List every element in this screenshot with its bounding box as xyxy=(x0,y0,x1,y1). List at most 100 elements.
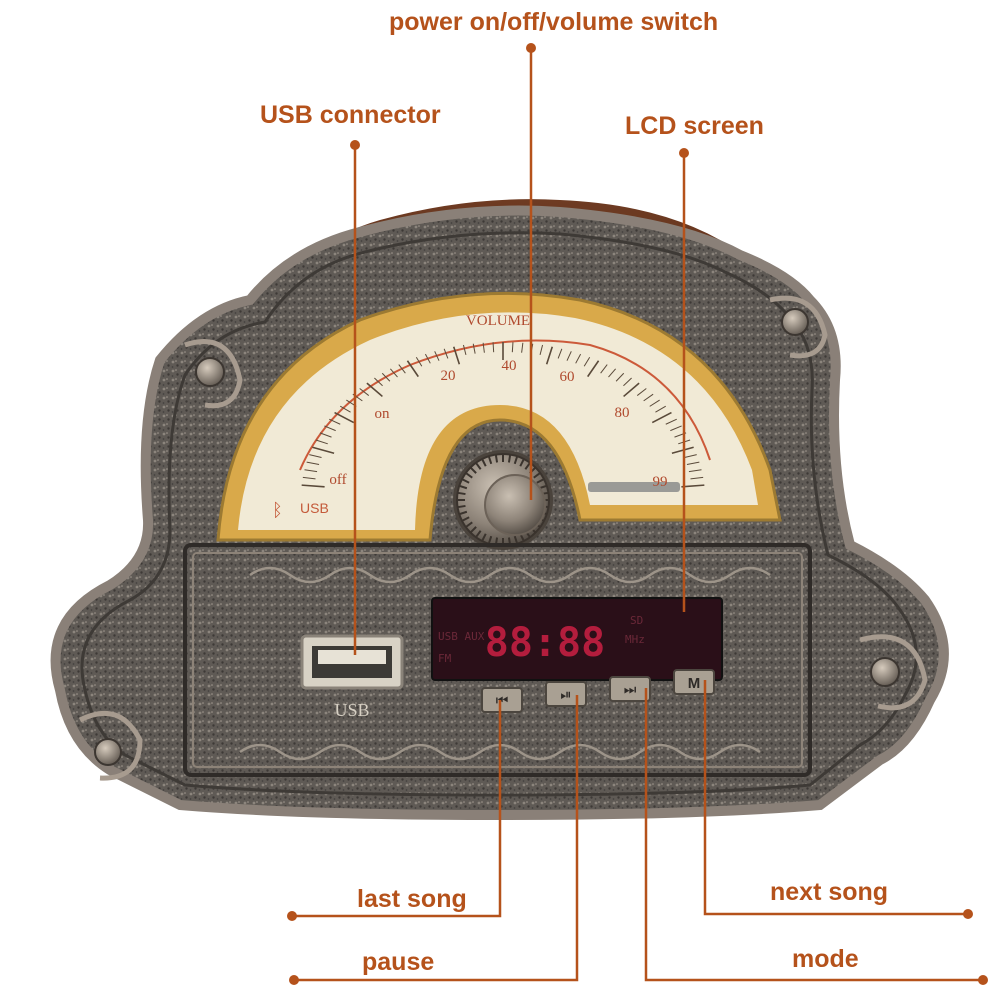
dial-tick xyxy=(670,425,682,432)
knob-ridge xyxy=(487,535,493,545)
play-pause-icon: ⏯ xyxy=(560,687,571,703)
next-song-button[interactable]: ⏭ xyxy=(609,676,651,702)
knob-ridge xyxy=(524,462,531,470)
lcd-left-top: USB AUX xyxy=(438,630,485,643)
dial-tick xyxy=(398,364,406,374)
knob-ridge xyxy=(458,510,468,516)
dial-tick xyxy=(690,476,704,480)
dial-tick xyxy=(329,418,341,425)
dial-tick xyxy=(324,425,336,432)
callout-leaders xyxy=(292,48,983,982)
dial-tick xyxy=(636,388,647,396)
knob-ridge xyxy=(481,533,487,542)
dial-tick xyxy=(315,439,328,445)
dial-tick xyxy=(482,342,485,353)
dial-tick xyxy=(366,382,383,398)
dial-tick xyxy=(655,405,666,413)
lcd-left-bottom: FM xyxy=(438,652,452,665)
dial-tick xyxy=(492,342,495,353)
dial-tick xyxy=(623,377,632,387)
dial-tick xyxy=(406,360,419,378)
knob-ridge xyxy=(469,526,477,534)
dial-tick xyxy=(539,344,544,355)
dial-tick xyxy=(615,372,625,382)
leader-next-song xyxy=(703,680,968,916)
callout-last-song: last song xyxy=(357,885,467,913)
callout-dots xyxy=(287,43,988,985)
dial-tick xyxy=(434,351,440,361)
knob-ridge xyxy=(461,516,470,522)
dial-tick xyxy=(340,405,351,413)
knob-ridges xyxy=(457,454,549,546)
callout-lcd-screen: LCD screen xyxy=(625,112,764,140)
mode-icon: M xyxy=(688,675,701,692)
callout-usb-connector: USB connector xyxy=(260,101,441,129)
lcd-right-top: SD xyxy=(630,614,643,627)
knob-ridge xyxy=(469,466,477,474)
power-volume-knob[interactable] xyxy=(453,450,553,550)
knob-ridge xyxy=(457,491,466,496)
callout-mode: mode xyxy=(792,945,859,973)
dial-tick xyxy=(600,364,608,374)
dial-tick xyxy=(381,372,391,382)
dial-label-40: 40 xyxy=(502,358,517,374)
dial-tick xyxy=(306,461,320,466)
dial-tick xyxy=(521,342,524,353)
knob-ridge xyxy=(465,521,473,528)
dial-tick xyxy=(334,411,355,424)
leader-mode xyxy=(644,688,983,982)
dial-label-60: 60 xyxy=(560,369,575,385)
scroll-engraving-top xyxy=(249,566,771,584)
dial-tick xyxy=(304,469,318,473)
knob-ridge xyxy=(533,472,541,479)
dial-tick xyxy=(566,351,572,361)
knob-ridge xyxy=(513,455,519,465)
play-pause-button[interactable]: ⏯ xyxy=(545,681,587,707)
callout-pause: pause xyxy=(362,948,435,976)
callout-power-switch: power on/off/volume switch xyxy=(389,8,719,36)
dial-tick xyxy=(359,388,370,396)
last-song-button[interactable]: ⏮ xyxy=(481,687,523,713)
knob-ridge xyxy=(487,455,493,465)
dial-tick xyxy=(688,469,702,473)
dial-tick xyxy=(651,411,672,424)
dial-tick xyxy=(608,368,617,378)
skip-back-icon: ⏮ xyxy=(496,693,509,709)
usb-port-label: USB xyxy=(334,700,369,720)
leader-last-song xyxy=(292,700,502,918)
dial-tick xyxy=(583,356,591,367)
dial-tick xyxy=(686,461,700,466)
usb-port[interactable] xyxy=(300,634,404,690)
lcd-digits: 88:88 xyxy=(485,620,605,666)
dial-tick xyxy=(312,446,335,455)
dial-tick xyxy=(301,484,325,488)
dial-tick xyxy=(472,343,476,354)
dial-tick xyxy=(309,454,322,459)
dial-tick xyxy=(389,368,398,378)
skip-forward-icon: ⏭ xyxy=(624,682,637,698)
mode-button[interactable]: M xyxy=(673,669,715,695)
lcd-right-bottom: MHz xyxy=(625,633,645,646)
dial-tick xyxy=(684,454,697,459)
dial-tick xyxy=(424,353,431,364)
knob-ridge xyxy=(519,458,525,467)
knob-ridge xyxy=(536,478,545,484)
dial-tick xyxy=(443,348,449,359)
knob-ridge xyxy=(481,458,487,467)
dial-tick xyxy=(511,342,514,353)
dial-tick xyxy=(557,348,563,359)
dial-tick xyxy=(452,346,461,365)
dial-label-80: 80 xyxy=(615,405,630,421)
lcd-screen: USB AUX FM 88:88 SD MHz xyxy=(431,597,723,681)
corner-ornaments xyxy=(78,295,928,781)
dial-tick xyxy=(302,476,316,480)
callout-next-song: next song xyxy=(770,878,889,906)
dial-tick xyxy=(649,399,660,407)
knob-ridge xyxy=(461,478,470,484)
knob-ridge xyxy=(458,484,468,490)
knob-ridge xyxy=(457,504,466,509)
control-panel-frame xyxy=(183,543,812,777)
